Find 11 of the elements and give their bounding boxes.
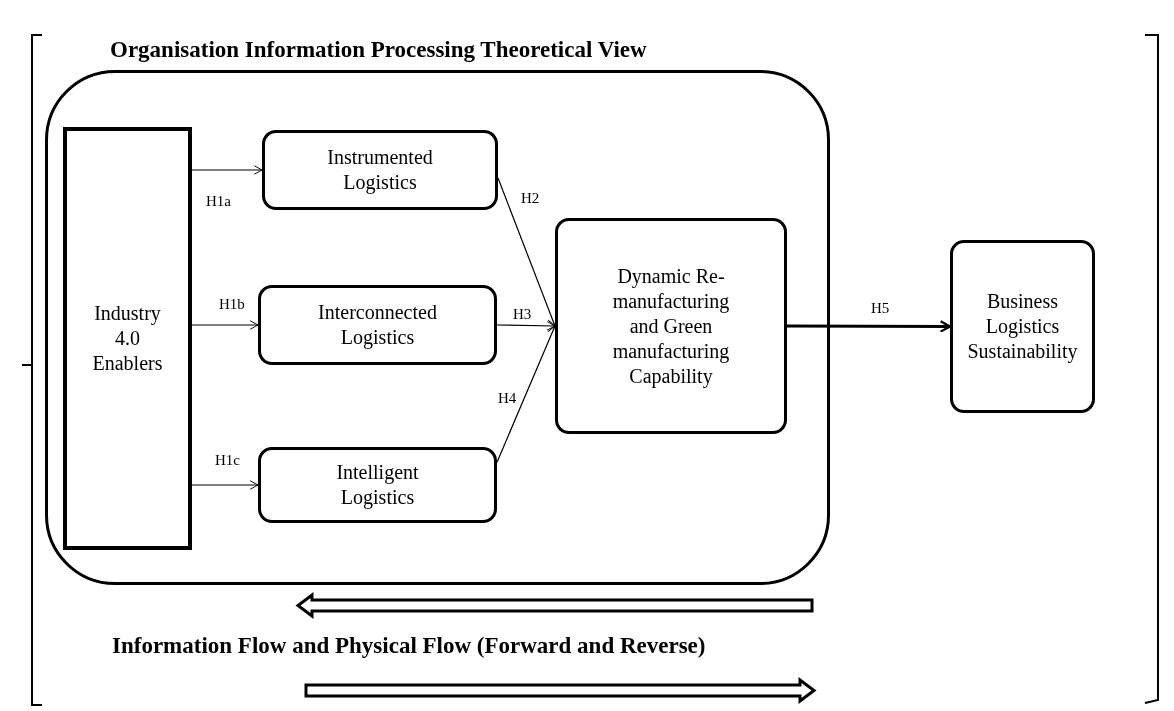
panel-heading: Organisation Information Processing Theoretical View	[110, 36, 647, 64]
flow-caption: Information Flow and Physical Flow (Forward and Reverse)	[112, 633, 706, 659]
process-box: Instrumented Logistics	[262, 130, 498, 210]
arrow	[497, 177, 557, 327]
process-box: Dynamic Re-manufacturing and Green manufacturing Capability	[555, 218, 787, 434]
process-box: Interconnected Logistics	[258, 285, 497, 365]
process-box: Industry 4.0 Enablers	[63, 127, 192, 550]
arrow	[787, 320, 952, 333]
process-box: Intelligent Logistics	[258, 447, 497, 523]
arrow	[496, 325, 557, 463]
process-box: Business Logistics Sustainability	[950, 240, 1095, 413]
